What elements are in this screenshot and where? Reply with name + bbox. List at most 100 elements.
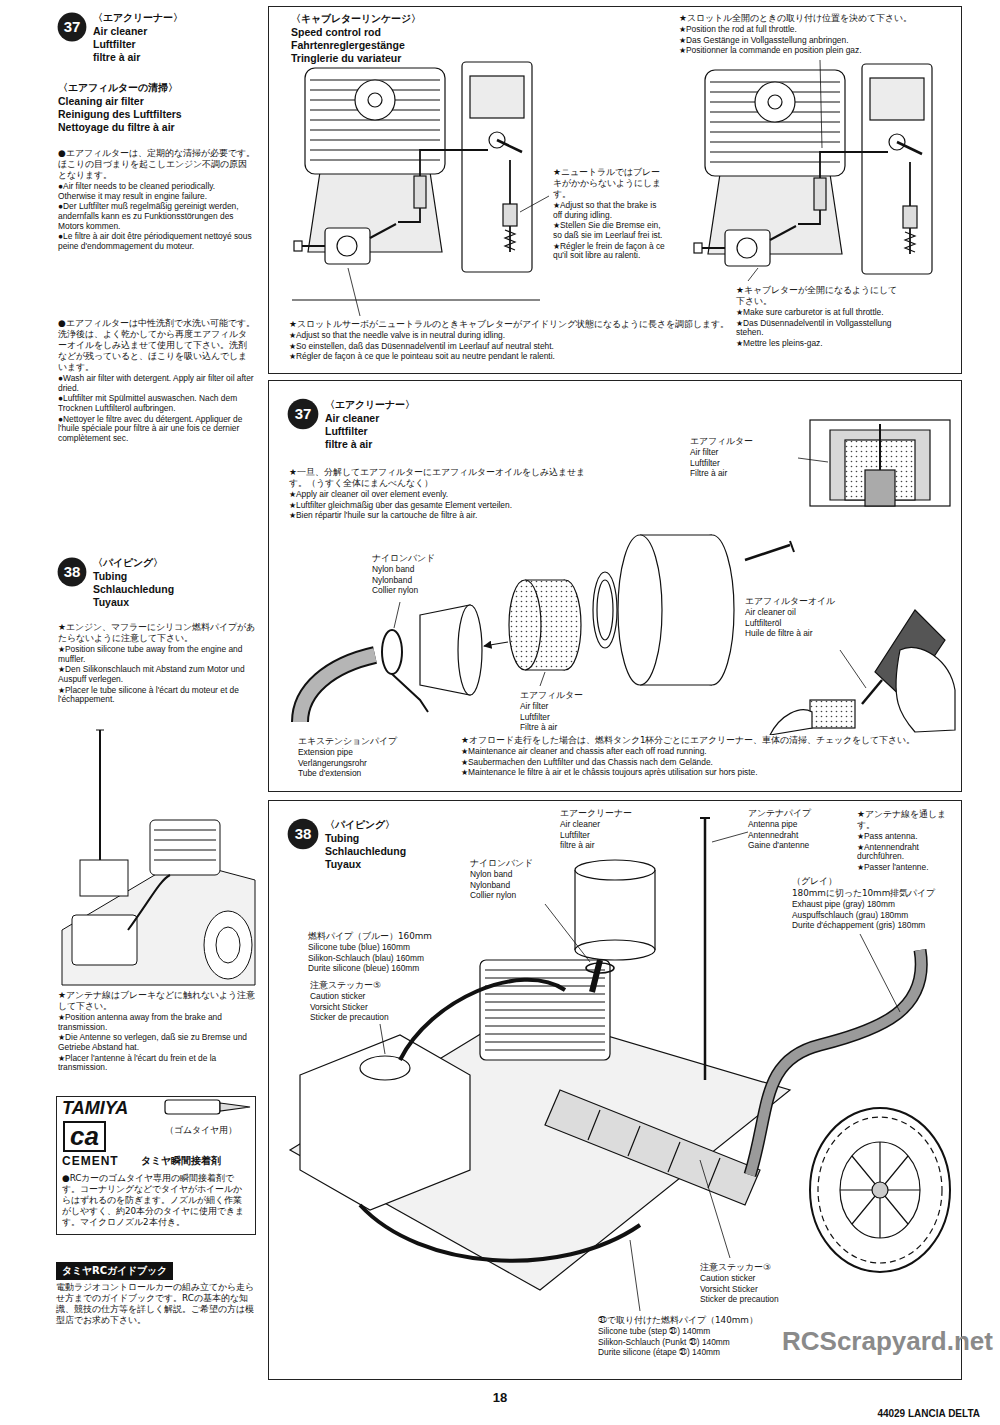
part-label-group: ㉛で取り付けた燃料パイプ（140mm）Silicone tube (step ㉛… <box>598 1315 778 1359</box>
leader-line <box>348 60 822 316</box>
instruction-note: ★アンテナ線はブレーキなどに触れないよう注意して下さい。 <box>58 990 255 1012</box>
air-cleaner-exploded <box>300 655 375 722</box>
part-label: Nylonband <box>470 881 510 891</box>
leader-line <box>394 602 400 628</box>
part-label: Durite silicone (étape ㉛) 140mm <box>598 1348 720 1358</box>
leader-line <box>348 268 360 316</box>
part-label-group: エアフィルターAir filterLuftfilterFiltre à air <box>690 436 798 480</box>
leader-line <box>820 60 822 148</box>
part-label-group: エアフィルターオイルAir cleaner oilLuftfilterölHui… <box>745 596 885 640</box>
product-logo: ca <box>63 1121 106 1152</box>
instruction-note: ★Pass antenna. <box>857 832 918 842</box>
chassis-drawing <box>545 1090 760 1205</box>
step-heading: Schlauchledung <box>93 583 174 595</box>
part-label: Luftfilter <box>520 713 550 723</box>
instruction-note-group: ★オフロード走行をした場合は、燃料タンク1杯分ごとにエアクリーナー、車体の清掃、… <box>461 735 955 779</box>
section-heading: Nettoyage du filtre à air <box>58 121 175 133</box>
part-label-group: 燃料パイプ（ブルー）160mmSilicone tube (blue) 160m… <box>308 931 483 975</box>
part-label: Tube d'extension <box>298 769 361 779</box>
air-filter-inset <box>810 420 950 506</box>
chassis-drawing <box>810 1108 950 1272</box>
leader-line <box>520 196 549 212</box>
chassis-sketch <box>80 860 128 896</box>
chassis-drawing <box>840 1142 920 1238</box>
chassis-sketch <box>150 820 220 875</box>
instruction-note-group: ●エアフィルターは、定期的な清掃が必要です。ほこりの目づまりを起こしエンジン不調… <box>58 148 255 253</box>
instruction-note: ★Position silicone tube away from the en… <box>58 645 255 664</box>
part-label-group: アンテナパイプAntenna pipeAntennedrahtGaine d'a… <box>748 808 854 852</box>
part-label: Extension pipe <box>298 748 353 758</box>
step-heading-group: 〈エアクリーナー〉Air cleanerLuftfilterfiltre à a… <box>325 399 495 452</box>
part-label: Vorsicht Sticker <box>310 1003 368 1013</box>
instruction-note-group: ★アンテナ線を通します。★Pass antenna.★Antennendraht… <box>857 809 961 874</box>
step-heading: filtre à air <box>325 438 372 450</box>
leader-line <box>380 832 900 1311</box>
kit-number-group: 44029 LANCIA DELTA <box>790 1408 980 1420</box>
part-label: エアフィルターオイル <box>745 596 835 607</box>
step-heading: Tubing <box>325 832 359 844</box>
step-heading: Tringlerie du variateur <box>291 52 401 64</box>
engine-idle-drawing <box>292 299 540 300</box>
instruction-note-group: ★キャブレターが全開になるようにして下さい。★Make sure carbure… <box>736 285 901 350</box>
part-label: Vorsicht Sticker <box>700 1285 758 1295</box>
step-number: 38 <box>64 563 81 580</box>
instruction-note: ●エアフィルターは中性洗剤で水洗い可能です。洗浄後は、よく乾かしてから再度エアフ… <box>58 318 255 373</box>
part-label: Air filter <box>520 702 548 712</box>
step-heading: 〈エアクリーナー〉 <box>325 399 415 411</box>
product-logo-group: CEMENT <box>62 1155 119 1169</box>
instruction-note: ●Wash air filter with detergent. Apply a… <box>58 374 255 393</box>
oiling-hand <box>770 710 812 735</box>
step-circle <box>58 558 87 587</box>
part-label: Filtre à air <box>690 469 727 479</box>
engine-idle-drawing <box>294 62 532 272</box>
guide-box: タミヤRCガイドブック電動ラジオコントロールカーの組み立てから走らせ方までのガイ… <box>56 1262 256 1333</box>
step-number-holder: 37 <box>57 12 87 42</box>
step-number-holder: 38 <box>57 557 87 587</box>
part-label: アンテナパイプ <box>748 808 811 819</box>
step-number: 37 <box>287 398 319 430</box>
air-cleaner-exploded <box>300 655 375 722</box>
instruction-note: ●Le filtre à air doit être périodiquemen… <box>58 232 255 251</box>
leader-line <box>860 934 900 1012</box>
instruction-note: ★Luftfilter gleichmäßig über das gesamte… <box>289 501 512 511</box>
chassis-drawing <box>818 1117 942 1263</box>
instruction-note-group: ★スロットル全開のときの取り付け位置を決めて下さい。★Position the … <box>679 13 957 57</box>
instruction-note: ★Position the rod at full throttle. <box>679 25 797 35</box>
part-label-group: ナイロンバンドNylon bandNylonbandCollier nylon <box>372 553 482 597</box>
oiling-hand <box>810 700 855 728</box>
step-heading: 〈エアクリーナー〉 <box>93 12 183 24</box>
chassis-drawing <box>360 1205 640 1261</box>
instruction-note: ★Placer le tube silicone à l'écart du mo… <box>58 686 255 705</box>
instruction-note: ●Der Luftfilter muß regelmäßig gereinigt… <box>58 202 255 231</box>
part-label: Nylonband <box>372 576 412 586</box>
instruction-note-group: ★スロットルサーボがニュートラルのときキャブレターがアイドリング状態になるように… <box>289 319 749 363</box>
instruction-note: ★Antennendraht durchführen. <box>857 843 961 862</box>
glue-bottle <box>165 1100 250 1114</box>
leader-line <box>545 904 590 962</box>
instruction-note: ★Régler de façon à ce que le pointeau so… <box>289 352 555 362</box>
chassis-drawing <box>575 860 655 880</box>
part-label: ナイロンバンド <box>470 858 533 869</box>
instruction-note-group: ★エンジン、マフラーにシリコン燃料パイプがあたらないように注意して下さい。★Po… <box>58 622 255 706</box>
instruction-note: ★Passer l'antenne. <box>857 863 928 873</box>
step-heading: Luftfilter <box>93 38 136 50</box>
brand-logo-group: TAMIYA <box>62 1099 128 1120</box>
chassis-drawing <box>300 1035 470 1210</box>
instruction-panel: 〈キャブレターリンケージ〉Speed control rodFahrtenreg… <box>268 6 962 374</box>
instruction-note-group: ★ニュートラルではブレーキがかからないようにします。★Adjust so tha… <box>553 167 665 262</box>
step-circle <box>288 399 319 430</box>
instruction-note: ★Mettre les pleins-gaz. <box>736 339 823 349</box>
instruction-note: ★アンテナ線を通します。 <box>857 809 961 831</box>
air-cleaner-exploded <box>300 535 794 722</box>
section-heading-group: 〈エアフィルターの清掃〉Cleaning air filterReinigung… <box>58 82 255 135</box>
instruction-note: ★Adjust so that the needle valve is in n… <box>289 331 505 341</box>
chassis-sketch <box>128 875 170 930</box>
air-cleaner-exploded <box>593 572 617 648</box>
instruction-note: ★スロットル全開のときの取り付け位置を決めて下さい。 <box>679 13 912 24</box>
step-heading: Air cleaner <box>93 25 147 37</box>
part-label: Sticker de precaution <box>310 1013 389 1023</box>
part-label-group: 注意ステッカー③Caution stickerVorsicht StickerS… <box>700 1262 825 1306</box>
chassis-sketch <box>96 730 104 731</box>
product-logo-group: ca <box>63 1121 106 1153</box>
part-label: ナイロンバンド <box>372 553 435 564</box>
